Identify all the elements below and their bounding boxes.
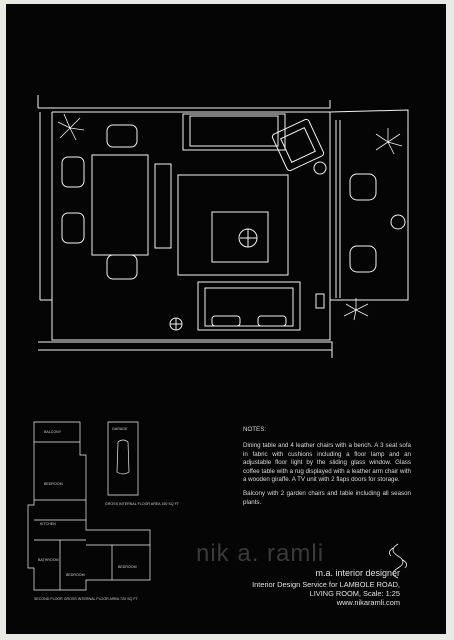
rug [177,174,289,276]
key-plan-label: KITCHEN [40,522,56,526]
dining-table [91,154,149,256]
tv-flap [257,315,287,327]
project-line: LIVING ROOM, Scale: 1:25 [309,589,400,598]
car-icon [116,439,130,475]
dining-chair [106,124,138,148]
west-wall [39,112,53,301]
garden-chair [349,245,377,273]
key-plan [27,421,151,591]
sofa [182,113,286,151]
logo-swirl-icon [389,543,407,579]
south-wall [38,341,333,358]
tv-unit [197,281,301,331]
garage-plan [107,421,139,496]
plant-icon [343,298,369,321]
drawing-sheet [6,4,446,634]
armchair [271,118,325,172]
website-link[interactable]: www.nikaramli.com [336,598,400,607]
key-plan-label: BEDROOM [118,565,137,569]
garden-table [390,214,406,230]
notes-paragraph: Balcony with 2 garden chairs and table i… [243,490,411,506]
interior-wall [51,111,331,341]
notes-paragraph: Dining table and 4 leather chairs with a… [243,442,411,484]
key-plan-label: BATHROOM [38,558,59,562]
key-plan-label: BEDROOM [44,482,63,486]
key-plan-label: BEDROOM [66,573,85,577]
key-plan-label: BALCONY [44,430,62,434]
garden-chair [349,173,377,201]
dining-chair [61,212,85,244]
notes-block: NOTES: Dining table and 4 leather chairs… [243,426,411,513]
garage-floor-area: GROSS INTERNAL FLOOR AREA 150 SQ FT [105,502,180,506]
plant-icon [57,113,85,141]
north-wall [37,95,331,109]
key-plan-floor-area: SECOND FLOOR GROSS INTERNAL FLOOR AREA 7… [34,597,139,601]
notes-heading: NOTES: [243,426,267,433]
sliding-window [335,120,341,298]
designer-title: m.a. interior designer [315,568,400,578]
plant-icon [375,128,403,155]
coffee-table [211,211,269,263]
dining-chair [106,254,138,280]
bench [154,163,172,249]
title-block: m.a. interior designer Interior Design S… [252,568,400,607]
side-table [313,161,327,175]
garage-title: GARAGE [112,427,128,431]
project-line: Interior Design Service for LAMBOLE ROAD… [252,580,400,589]
designer-logo-text: nik a. ramli [196,540,325,567]
tv-flap [211,315,241,327]
dining-chair [61,156,85,188]
